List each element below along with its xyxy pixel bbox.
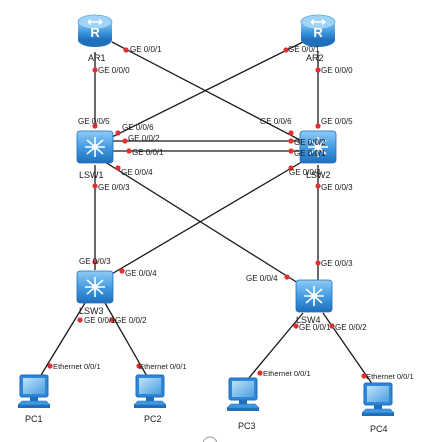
port-label: GE 0/0/6 [122,123,154,132]
link-lsw1-lsw4[interactable] [104,161,299,284]
port-label: GE 0/0/1 [132,148,164,157]
pc-icon [226,377,260,411]
port-dot [283,47,289,53]
port-label: GE 0/0/2 [335,323,367,332]
port-label: Ethernet 0/0/1 [263,369,311,378]
pc-pc2[interactable] [133,374,167,408]
device-label-lsw1: LSW1 [79,170,104,180]
port-dot [92,123,98,129]
port-dot [47,363,53,369]
port-label: GE 0/0/3 [321,259,353,268]
device-labels: AR1 AR2 LSW1 LSW2 LSW3 LSW4 PC1 PC2 PC3 … [25,53,388,434]
port-label: GE 0/0/4 [246,274,278,283]
port-label: GE 0/0/3 [321,183,353,192]
port-labels: GE 0/0/1 GE 0/0/0 GE 0/0/1 GE 0/0/0 GE 0… [53,45,414,381]
router-ar1[interactable]: R [77,14,113,47]
pc-pc1[interactable] [17,374,51,408]
port-label: GE 0/0/6 [260,117,292,126]
port-label: GE 0/0/4 [121,168,153,177]
port-dot [123,47,129,53]
port-label: GE 0/0/2 [128,134,160,143]
port-dot [361,373,367,379]
switch-lsw3[interactable] [76,270,114,304]
port-label: GE 0/0/1 [130,45,162,54]
port-label: GE 0/0/2 [294,138,326,147]
port-label: GE 0/0/0 [321,66,353,75]
port-dot [119,268,125,274]
link-ar2-lsw1[interactable] [109,41,304,139]
port-label: GE 0/0/3 [79,257,111,266]
port-dot [288,138,294,144]
port-markers [47,47,367,379]
port-dot [136,363,142,369]
switch-lsw1[interactable] [76,130,114,164]
port-dot [122,138,128,144]
port-label: Ethernet 0/0/1 [366,372,414,381]
port-dot [288,165,294,171]
switch-lsw4[interactable] [295,279,333,313]
port-dot [126,148,132,154]
link-lsw3-pc1[interactable] [37,302,86,381]
pc-icon [17,374,51,408]
port-label: GE 0/0/0 [98,66,130,75]
device-label-pc2: PC2 [144,414,162,424]
device-label-ar2: AR2 [306,53,324,63]
port-dot [315,260,321,266]
device-label-lsw2: LSW2 [306,170,331,180]
port-dot [315,123,321,129]
port-dot [329,323,335,329]
switch-lsw2[interactable] [299,130,337,164]
port-label: GE 0/0/4 [125,269,157,278]
pc-icon [361,382,395,416]
device-label-pc4: PC4 [370,424,388,434]
port-label: Ethernet 0/0/1 [139,362,187,371]
port-label: GE 0/0/1 [299,323,331,332]
port-dot [288,148,294,154]
svg-text:R: R [313,25,323,40]
device-label-lsw3: LSW3 [79,306,104,316]
port-dot [315,183,321,189]
device-label-pc1: PC1 [25,414,43,424]
port-dot [77,317,83,323]
port-label: GE 0/0/3 [98,183,130,192]
port-label: GE 0/0/4 [289,168,321,177]
port-dot [92,183,98,189]
port-dot [284,274,290,280]
device-label-ar1: AR1 [88,53,106,63]
svg-text:R: R [90,25,100,40]
router-ar2[interactable]: R [300,14,336,47]
port-label: GE 0/0/1 [288,45,320,54]
port-dot [109,317,115,323]
pc-pc3[interactable] [226,377,260,411]
link-lsw4-pc3[interactable] [242,312,304,386]
pc-icon [133,374,167,408]
device-label-lsw4: LSW4 [296,315,321,325]
port-label: GE 0/0/5 [321,117,353,126]
port-dot [288,130,294,136]
port-dot [115,165,121,171]
port-dot [293,323,299,329]
port-dot [92,259,98,265]
port-label: GE 0/0/1 [294,149,326,158]
port-dot [315,67,321,73]
device-label-pc3: PC3 [238,421,256,431]
port-label: GE 0/0/5 [78,117,110,126]
link-ar1-lsw2[interactable] [111,41,301,141]
cursor-ring-icon [202,436,218,442]
port-dot [115,130,121,136]
port-label: GE 0/0/1 [84,316,116,325]
links [37,41,376,389]
port-dot [257,370,263,376]
pc-pc4[interactable] [361,382,395,416]
port-dot [92,67,98,73]
link-lsw2-lsw3[interactable] [109,159,306,276]
port-label: Ethernet 0/0/1 [53,362,101,371]
port-label: GE 0/0/2 [115,316,147,325]
